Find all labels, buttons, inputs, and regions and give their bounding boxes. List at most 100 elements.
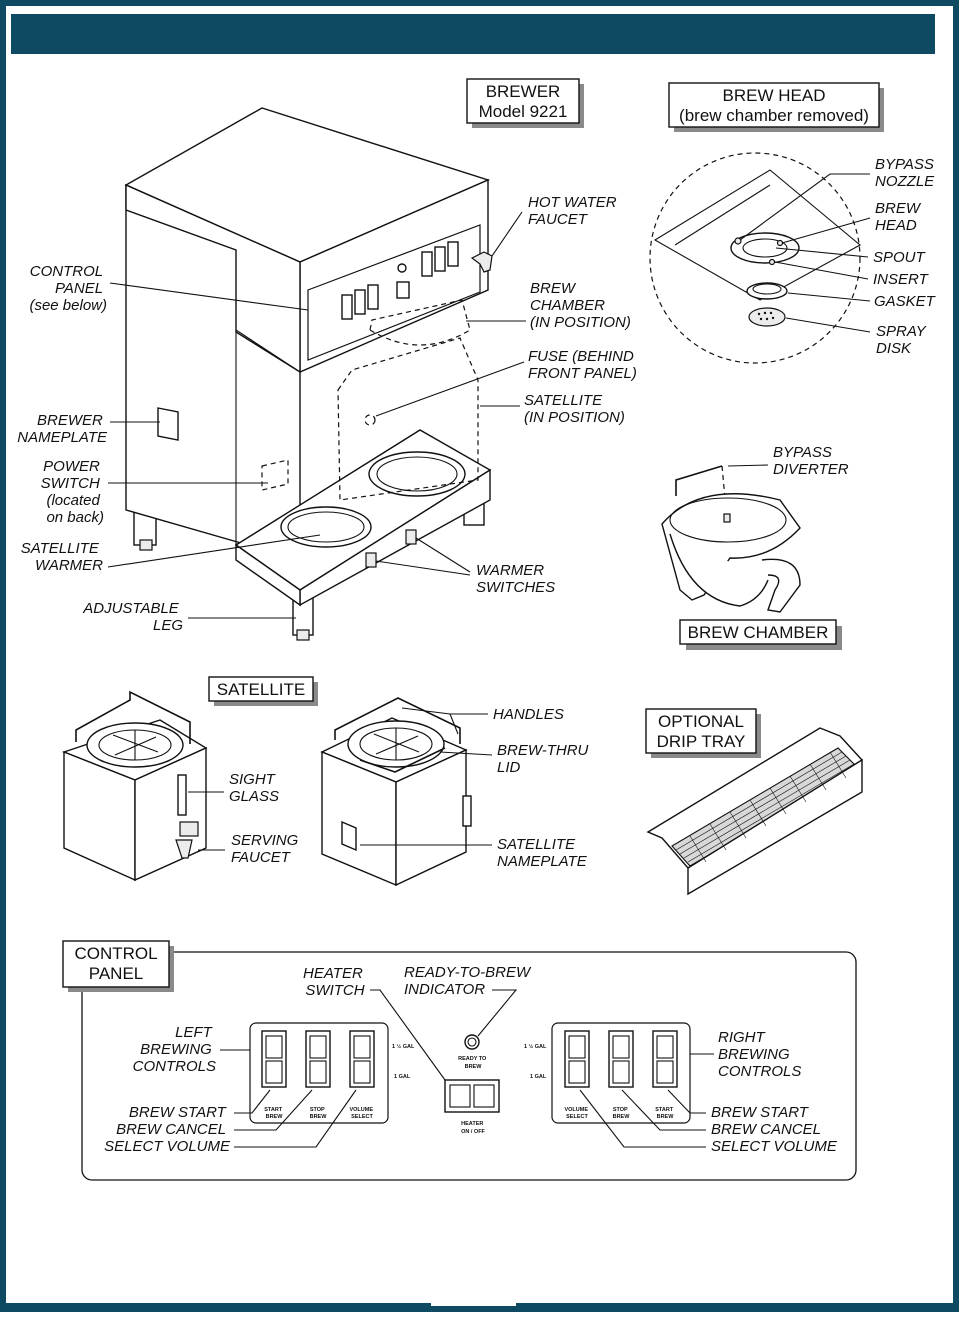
- brew-chamber-callouts: BYPASS DIVERTER BREW CHAMBER: [679, 444, 849, 650]
- satellite-callouts: SIGHT GLASS SERVING FAUCET HANDLES BREW-…: [188, 706, 593, 870]
- lbl-hot-water-faucet-1: HOT WATER: [528, 194, 617, 211]
- right-switch-start[interactable]: [652, 1030, 678, 1088]
- page-frame: [0, 0, 959, 1312]
- lbl-brew-chamber-pos-3: (IN POSITION): [530, 314, 631, 331]
- satellite-left-illustration: [61, 690, 208, 882]
- svg-text:BREWER NAMEPLATE: BREWER NAMEPLATE: [17, 412, 108, 446]
- lbl-sight-glass-2: GLASS: [229, 788, 279, 805]
- lbl-power-switch-4: on back): [46, 509, 104, 526]
- control-panel-title-line2: PANEL: [89, 964, 144, 983]
- brew-head-title-line2: (brew chamber removed): [679, 106, 869, 125]
- right-start-label-2: BREW: [657, 1114, 675, 1120]
- brewer-illustration: [124, 107, 493, 641]
- svg-text:BYPASS DIVERTER: BYPASS DIVERTER: [773, 444, 849, 478]
- lbl-control-panel-3: (see below): [29, 297, 107, 314]
- drip-tray-title-line2: DRIP TRAY: [657, 732, 746, 751]
- footer-bar-left: [3, 1303, 431, 1312]
- lbl-left-brew-start: BREW START: [129, 1104, 228, 1121]
- lbl-brew-thru-lid-1: BREW-THRU: [497, 742, 589, 759]
- left-start-label-2: BREW: [266, 1114, 284, 1120]
- svg-text:FUSE (BEHIND FRONT PANEL: FUSE (BEHIND FRONT PANEL): [528, 348, 638, 382]
- lbl-satellite-warmer-1: SATELLITE: [21, 540, 100, 557]
- lbl-hot-water-faucet-2: FAUCET: [528, 211, 589, 228]
- svg-text:SIGHT GLASS: SIGHT GLASS: [229, 771, 279, 805]
- lbl-bypass-diverter-2: DIVERTER: [773, 461, 849, 478]
- lbl-satellite-nameplate-2: NAMEPLATE: [497, 853, 588, 870]
- ready-label-2: BREW: [465, 1064, 483, 1070]
- lbl-right-brew-cancel: BREW CANCEL: [711, 1121, 821, 1138]
- lbl-ready-indicator-2: INDICATOR: [404, 981, 485, 998]
- heater-switch[interactable]: HEATER ON / OFF: [444, 1079, 500, 1135]
- lbl-insert: INSERT: [873, 271, 930, 288]
- svg-text:SERVING FAUCET: SERVING FAUCET: [231, 832, 302, 866]
- lbl-right-controls-2: BREWING: [718, 1046, 790, 1063]
- left-stop-label-1: STOP: [310, 1107, 325, 1113]
- svg-text:BREW-THRU LID: BREW-THRU LID: [497, 742, 593, 776]
- lbl-right-controls-3: CONTROLS: [718, 1063, 801, 1080]
- lbl-power-switch-3: (located: [46, 492, 100, 509]
- left-switch-start[interactable]: [261, 1030, 287, 1088]
- brewer-title-line1: BREWER: [486, 82, 561, 101]
- left-volume-label-1: VOLUME: [349, 1107, 373, 1113]
- svg-text:HEATER SWITCH: HEATER SWITCH: [303, 965, 367, 999]
- lbl-serving-faucet-1: SERVING: [231, 832, 299, 849]
- svg-text:RIGHT BREWING CONT: RIGHT BREWING CONTROLS: [718, 1029, 801, 1080]
- svg-text:LEFT BREWING CONTR: LEFT BREWING CONTROLS: [133, 1024, 216, 1075]
- brewer-title-line2: Model 9221: [479, 102, 568, 121]
- svg-text:READY-TO-BREW INDICATOR: READY-TO-BREW INDICATOR: [404, 964, 534, 998]
- lbl-spray-disk-2: DISK: [876, 340, 912, 357]
- lbl-brew-head-2: HEAD: [875, 217, 917, 234]
- lbl-control-panel-1: CONTROL: [30, 263, 103, 280]
- header-bar: [11, 14, 935, 54]
- left-switch-volume[interactable]: [349, 1030, 375, 1088]
- lbl-left-controls-1: LEFT: [175, 1024, 214, 1041]
- lbl-left-controls-3: CONTROLS: [133, 1058, 216, 1075]
- svg-text:START BREW: START BREW: [264, 1107, 283, 1120]
- satellite-right-illustration: [320, 697, 472, 887]
- drip-tray-title-box: OPTIONAL DRIP TRAY: [645, 708, 761, 758]
- lbl-adjustable-leg-2: LEG: [153, 617, 183, 634]
- right-switch-stop[interactable]: [608, 1030, 634, 1088]
- lbl-handles: HANDLES: [493, 706, 564, 723]
- lbl-spout: SPOUT: [873, 249, 927, 266]
- svg-text:ADJUSTABLE LEG: ADJUSTABLE LEG: [82, 600, 183, 634]
- left-switch-stop[interactable]: [305, 1030, 331, 1088]
- lbl-ready-indicator-1: READY-TO-BREW: [404, 964, 532, 981]
- brew-head-detail: [649, 152, 861, 364]
- right-switch-volume[interactable]: [564, 1030, 590, 1088]
- svg-text:HEATER ON / OFF: HEATER ON / OFF: [461, 1121, 485, 1135]
- svg-text:SATELLITE WARMER: SATELLITE WARMER: [21, 540, 103, 574]
- lbl-satellite-pos-2: (IN POSITION): [524, 409, 625, 426]
- brew-chamber-illustration: [661, 465, 801, 613]
- brewer-title-box: BREWER Model 9221: [466, 78, 584, 128]
- lbl-satellite-pos-1: SATELLITE: [524, 392, 603, 409]
- svg-text:START BREW: START BREW: [655, 1107, 674, 1120]
- lbl-right-brew-start: BREW START: [711, 1104, 810, 1121]
- lbl-left-select-volume: SELECT VOLUME: [104, 1138, 231, 1155]
- svg-text:POWER SWITCH (loca: POWER SWITCH (located on back): [41, 458, 104, 526]
- svg-text:BREW HEAD: BREW HEAD: [875, 200, 924, 234]
- lbl-heater-switch-2: SWITCH: [305, 982, 364, 999]
- left-switch-panel: START BREW STOP BREW VOLUME SELECT 1 ½ G…: [249, 1022, 415, 1124]
- footer-bar-right: [516, 1303, 956, 1312]
- lbl-left-controls-2: BREWING: [140, 1041, 212, 1058]
- brew-head-callouts: BYPASS NOZZLE BREW HEAD SPOUT INSERT GAS…: [739, 156, 938, 357]
- lbl-gasket: GASKET: [874, 293, 937, 310]
- control-panel-title-line1: CONTROL: [74, 944, 157, 963]
- satellite-title: SATELLITE: [217, 680, 306, 699]
- right-gal-low: 1 GAL: [530, 1074, 547, 1080]
- lbl-right-controls-1: RIGHT: [718, 1029, 767, 1046]
- right-volume-label-1: VOLUME: [564, 1107, 588, 1113]
- svg-text:BYPASS NOZZLE: BYPASS NOZZLE: [875, 156, 938, 190]
- right-gal-high: 1 ½ GAL: [524, 1043, 547, 1050]
- lbl-bypass-diverter-1: BYPASS: [773, 444, 832, 461]
- drip-tray-grate: [675, 751, 855, 863]
- lbl-power-switch-2: SWITCH: [41, 475, 100, 492]
- brewer-switch-block-left: [341, 284, 379, 320]
- lbl-brew-chamber-pos-2: CHAMBER: [530, 297, 605, 314]
- svg-text:VOLUME SELECT: VOLUME SELECT: [349, 1107, 374, 1120]
- brew-head-title-line1: BREW HEAD: [723, 86, 826, 105]
- svg-text:BREW START BREW CANCEL: BREW START BREW CANCEL SELECT VOLUME: [711, 1104, 838, 1155]
- lbl-brewer-nameplate-1: BREWER: [37, 412, 103, 429]
- lbl-adjustable-leg-1: ADJUSTABLE: [82, 600, 180, 617]
